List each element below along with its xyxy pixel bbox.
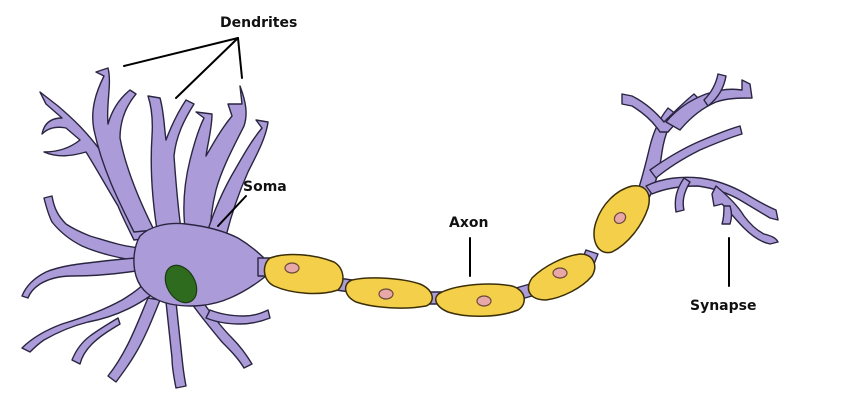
axon-terminal-synapse-branch: [711, 185, 779, 245]
leader-dendrites-left: [123, 37, 239, 67]
schwann-nucleus-2: [378, 288, 394, 300]
myelin-sheath-3: [435, 283, 525, 318]
leader-soma: [217, 195, 247, 227]
dendrite-lower-right-twig: [205, 309, 271, 325]
axon-terminal-synapse-tip: [721, 205, 733, 225]
dendrite-lower-left-twig: [71, 317, 121, 365]
dendrite-lower-left: [21, 281, 151, 353]
schwann-nucleus-1: [284, 262, 300, 274]
label-synapse: Synapse: [690, 298, 756, 314]
schwann-nucleus-5: [613, 211, 627, 225]
dendrite-upper-center: [147, 95, 195, 237]
dendrite-left: [43, 195, 143, 263]
dendrite-lower-right: [191, 297, 253, 369]
axon-terminal-lower-bulb: [674, 177, 691, 213]
axon-terminal-lower: [645, 176, 779, 221]
neuron: [21, 67, 779, 389]
dendrite-left-lower: [21, 257, 143, 299]
dendrite-upper-right-twig: [205, 119, 269, 237]
schwann-nucleus-3: [476, 295, 492, 307]
dendrite-lower-left-branch: [107, 297, 161, 383]
label-soma: Soma: [243, 179, 287, 195]
myelin-sheath-2: [344, 277, 433, 309]
label-dendrites: Dendrites: [220, 15, 297, 31]
leader-lines: [123, 37, 730, 287]
soma-nucleus: [164, 264, 198, 304]
myelin-sheath-4: [527, 253, 596, 301]
myelin-sheath-1-body: [263, 253, 344, 295]
labels: Dendrites Soma Axon Synapse: [220, 15, 756, 314]
myelin-sheath-1: [263, 253, 344, 295]
dendrite-upper-left-branch: [92, 67, 155, 233]
schwann-nucleus-4: [552, 267, 568, 279]
myelin-sheath-chain: [263, 185, 650, 318]
axon-terminal-mid: [649, 125, 743, 179]
label-axon: Axon: [449, 215, 488, 231]
soma: [133, 222, 267, 307]
axon-terminal-top-twig: [703, 73, 727, 107]
dendrite-upper-right: [183, 85, 247, 241]
leader-dendrites-middle: [175, 37, 239, 99]
dendrite-lower-center: [165, 301, 187, 389]
myelin-sheath-5: [593, 185, 650, 254]
leader-dendrites-right: [237, 37, 243, 79]
